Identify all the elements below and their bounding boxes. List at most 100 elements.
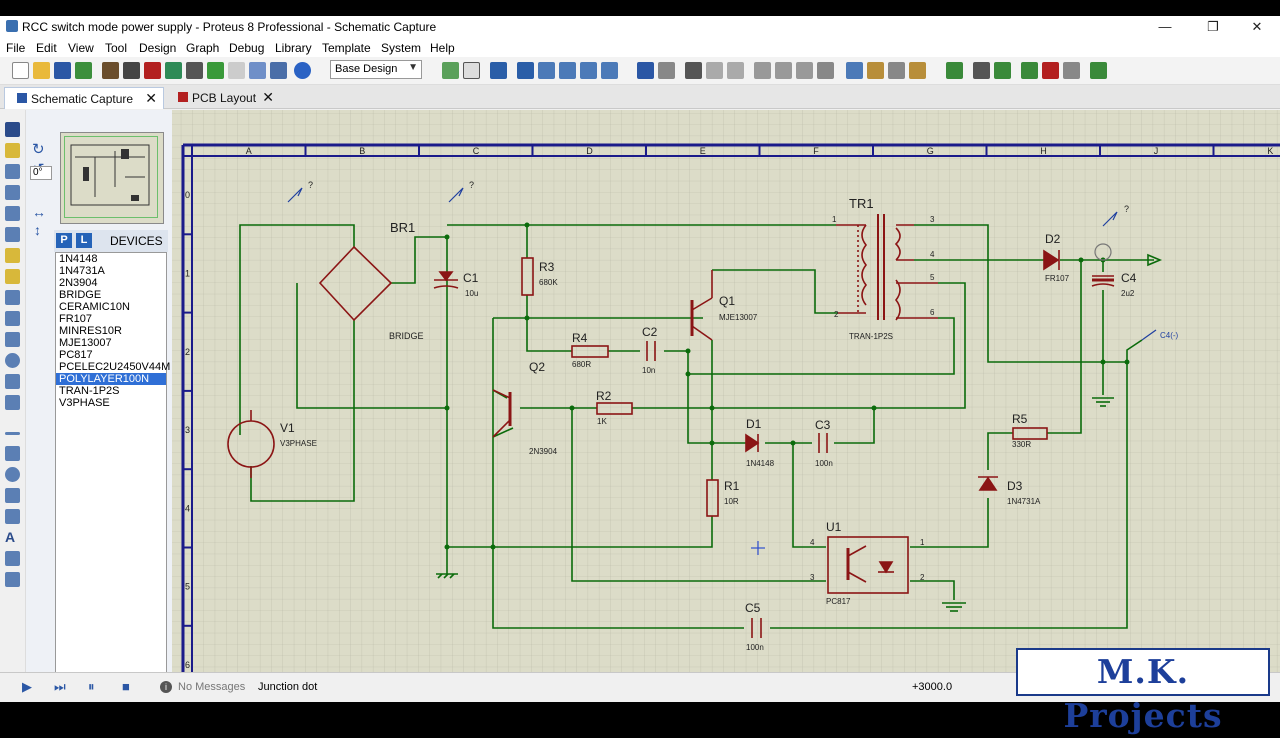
graph-icon[interactable]	[5, 311, 20, 326]
menu-help[interactable]: Help	[430, 41, 455, 55]
menu-template[interactable]: Template	[322, 41, 371, 55]
subcircuit-icon[interactable]	[5, 248, 20, 263]
library-manager-button[interactable]: L	[76, 233, 92, 248]
menu-system[interactable]: System	[381, 41, 422, 55]
menu-debug[interactable]: Debug	[229, 41, 265, 55]
stop-icon[interactable]: ■	[122, 679, 130, 694]
decompose-icon[interactable]	[909, 62, 926, 79]
mirror-horizontal-icon[interactable]: ↔	[32, 204, 46, 220]
device-list[interactable]: 1N4148 1N4731A 2N3904 BRIDGE CERAMIC10N …	[55, 252, 171, 688]
wire-label-icon[interactable]	[5, 185, 20, 200]
mirror-vertical-icon[interactable]: ↕	[34, 222, 41, 238]
path-icon[interactable]	[5, 509, 20, 524]
list-item[interactable]: TRAN-1P2S	[59, 385, 120, 397]
close-icon[interactable]: ✕	[145, 90, 157, 106]
menu-edit[interactable]: Edit	[36, 41, 57, 55]
component-mode-icon[interactable]	[5, 143, 20, 158]
block-copy-icon[interactable]	[754, 62, 771, 79]
tab-schematic-capture[interactable]: Schematic Capture ✕	[4, 87, 164, 109]
marker-icon[interactable]	[5, 572, 20, 587]
list-item[interactable]: PC817	[59, 349, 93, 361]
document-icon[interactable]	[228, 62, 245, 79]
list-item[interactable]: 1N4731A	[59, 265, 105, 277]
selection-mode-icon[interactable]	[5, 122, 20, 137]
circle-icon[interactable]	[5, 467, 20, 482]
redo-icon[interactable]	[658, 62, 675, 79]
pause-icon[interactable]: ⏸	[88, 679, 95, 694]
new-sheet-icon[interactable]	[1021, 62, 1038, 79]
text-icon[interactable]: A	[5, 529, 16, 545]
menu-graph[interactable]: Graph	[186, 41, 220, 55]
maximize-button[interactable]: ❐	[1207, 19, 1219, 34]
menu-view[interactable]: View	[68, 41, 94, 55]
list-item[interactable]: 1N4148	[59, 253, 98, 265]
help-icon[interactable]	[294, 62, 311, 79]
text-script-icon[interactable]	[5, 206, 20, 221]
close-button[interactable]: ✕	[1251, 19, 1263, 34]
paste-icon[interactable]	[727, 62, 744, 79]
undo-icon[interactable]	[637, 62, 654, 79]
pick-device-icon[interactable]	[846, 62, 863, 79]
property-assign-icon[interactable]	[994, 62, 1011, 79]
save-icon[interactable]	[54, 62, 71, 79]
overview-window[interactable]	[60, 132, 164, 224]
origin-icon[interactable]	[490, 62, 507, 79]
list-item[interactable]: V3PHASE	[59, 397, 110, 409]
minimize-button[interactable]: —	[1158, 19, 1172, 34]
menu-file[interactable]: File	[6, 41, 26, 55]
search-tag-icon[interactable]	[973, 62, 990, 79]
zoom-in-icon[interactable]	[538, 62, 555, 79]
block-delete-icon[interactable]	[817, 62, 834, 79]
notes-icon[interactable]	[249, 62, 266, 79]
pick-devices-button[interactable]: P	[56, 233, 72, 248]
list-item[interactable]: MINRES10R	[59, 325, 122, 337]
design-select[interactable]: Base Design ▼	[330, 60, 422, 79]
remove-sheet-icon[interactable]	[1042, 62, 1059, 79]
rotate-cw-icon[interactable]: ↻	[32, 141, 45, 158]
zoom-all-icon[interactable]	[580, 62, 597, 79]
pan-icon[interactable]	[517, 62, 534, 79]
buses-icon[interactable]	[5, 227, 20, 242]
menu-design[interactable]: Design	[139, 41, 177, 55]
schematic-icon[interactable]	[123, 62, 140, 79]
grid-icon[interactable]	[463, 62, 480, 79]
close-icon[interactable]: ✕	[262, 89, 274, 105]
exit-parent-icon[interactable]	[1063, 62, 1080, 79]
play-icon[interactable]: ▶	[22, 679, 32, 694]
gerber-icon[interactable]	[186, 62, 203, 79]
block-rotate-icon[interactable]	[796, 62, 813, 79]
tape-recorder-icon[interactable]	[5, 332, 20, 347]
make-device-icon[interactable]	[867, 62, 884, 79]
symbol-icon[interactable]	[5, 551, 20, 566]
packaging-icon[interactable]	[888, 62, 905, 79]
home-icon[interactable]	[102, 62, 119, 79]
junction-dot-icon[interactable]	[5, 164, 20, 179]
pcb-icon[interactable]	[144, 62, 161, 79]
box-icon[interactable]	[5, 446, 20, 461]
generator-icon[interactable]	[5, 353, 20, 368]
refresh-icon[interactable]	[442, 62, 459, 79]
arc-icon[interactable]	[5, 488, 20, 503]
list-item[interactable]: 2N3904	[59, 277, 98, 289]
virtual-instruments-icon[interactable]	[5, 395, 20, 410]
wire-autorouter-icon[interactable]	[946, 62, 963, 79]
open-folder-icon[interactable]	[33, 62, 50, 79]
bom-icon[interactable]	[207, 62, 224, 79]
block-move-icon[interactable]	[775, 62, 792, 79]
code-icon[interactable]	[270, 62, 287, 79]
messages-status[interactable]: No Messages	[178, 681, 246, 693]
terminals-icon[interactable]	[5, 269, 20, 284]
list-item[interactable]: PCELEC2U2450V44M	[59, 361, 171, 373]
rotation-field[interactable]: 0°	[30, 166, 52, 180]
zoom-area-icon[interactable]	[601, 62, 618, 79]
cut-icon[interactable]	[685, 62, 702, 79]
device-pins-icon[interactable]	[5, 290, 20, 305]
copy-icon[interactable]	[706, 62, 723, 79]
step-icon[interactable]: ⏭	[54, 679, 66, 694]
tab-pcb-layout[interactable]: PCB Layout ✕	[170, 87, 280, 109]
menu-tool[interactable]: Tool	[105, 41, 128, 55]
menu-library[interactable]: Library	[275, 41, 312, 55]
line-icon[interactable]	[5, 432, 20, 435]
new-file-icon[interactable]	[12, 62, 29, 79]
